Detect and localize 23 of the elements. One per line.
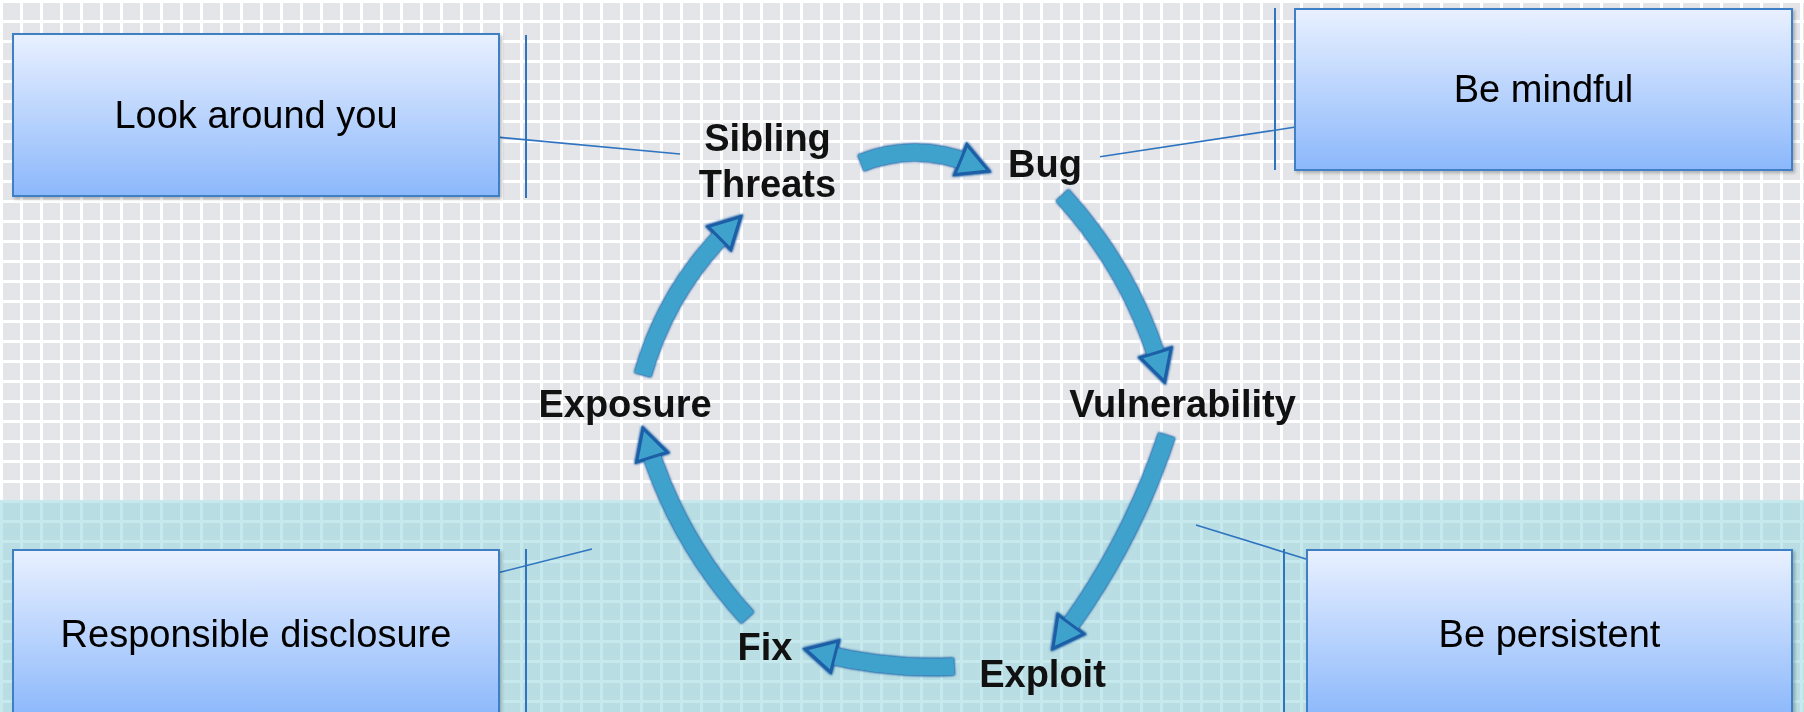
- callout-box: [1294, 8, 1793, 171]
- cycle-arrow: [803, 639, 955, 676]
- callout-text: Be persistent: [1438, 612, 1661, 656]
- cycle-arrow: [634, 215, 742, 378]
- leader-line: [499, 548, 593, 574]
- leader-line: [1099, 126, 1295, 158]
- stage-label: Fix: [737, 625, 793, 671]
- leader-line: [499, 136, 681, 155]
- stage-label: Sibling Threats: [697, 116, 838, 207]
- callout-text: Look around you: [114, 93, 398, 137]
- stage-label: Vulnerability: [1069, 382, 1296, 428]
- callout-text: Be mindful: [1453, 68, 1634, 111]
- cycle-arrow: [1055, 189, 1173, 383]
- callout-text: Responsible disclosure: [60, 612, 452, 656]
- leader-line: [1195, 524, 1307, 560]
- stage-label: Bug: [1008, 142, 1082, 188]
- cycle-arrow: [635, 427, 754, 624]
- callout-box: [1306, 549, 1793, 712]
- callout-box: [12, 549, 500, 712]
- callout-box: [12, 33, 500, 197]
- stage-label: Exploit: [979, 652, 1106, 698]
- cycle-arrow: [1051, 432, 1175, 651]
- stage-label: Exposure: [538, 382, 712, 428]
